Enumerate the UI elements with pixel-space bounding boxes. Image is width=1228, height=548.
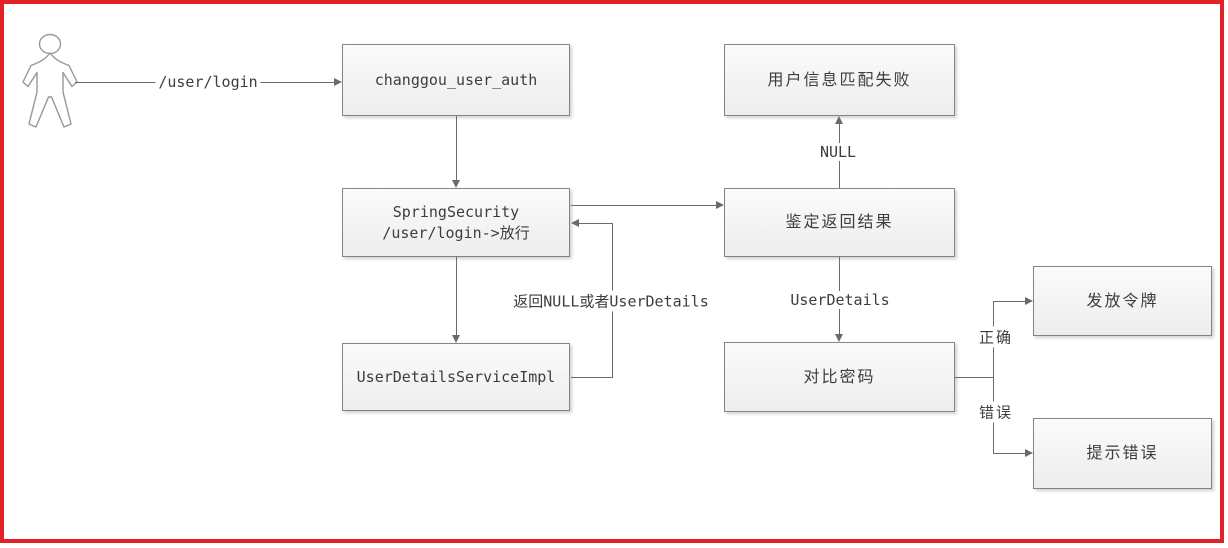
edge-branch-to-token (993, 301, 1026, 302)
node-label: 发放令牌 (1086, 290, 1159, 310)
node-label: UserDetailsServiceImpl (356, 367, 556, 386)
node-changgou-user-auth: changgou_user_auth (342, 44, 570, 116)
edge-auth-to-security (456, 116, 457, 182)
node-label-line2: /user/login->放行 (382, 223, 530, 242)
edge-label-userdetails: UserDetails (787, 291, 893, 309)
node-user-info-match-failed: 用户信息匹配失败 (724, 44, 955, 116)
arrowhead-icon (334, 78, 342, 86)
edge-branch-to-error (993, 453, 1026, 454)
arrowhead-icon (716, 201, 724, 209)
edge-label-correct: 正确 (975, 326, 1017, 348)
arrowhead-icon (571, 219, 579, 227)
arrowhead-icon (835, 116, 843, 124)
edge-service-return-seg3 (579, 223, 613, 224)
node-user-details-service-impl: UserDetailsServiceImpl (342, 343, 570, 411)
node-label: 用户信息匹配失败 (767, 69, 912, 89)
node-label: changgou_user_auth (374, 70, 538, 89)
node-spring-security: SpringSecurity /user/login->放行 (342, 188, 570, 257)
edge-label-null: NULL (816, 143, 860, 161)
edge-security-to-check (571, 205, 717, 206)
node-issue-token: 发放令牌 (1033, 266, 1212, 336)
arrowhead-icon (452, 180, 460, 188)
node-label: 提示错误 (1086, 443, 1159, 463)
node-label-line1: SpringSecurity (392, 202, 520, 221)
arrowhead-icon (835, 334, 843, 342)
arrowhead-icon (1025, 449, 1033, 457)
edge-label-return-null-or-userdetails: 返回NULL或者UserDetails (510, 290, 712, 312)
arrowhead-icon (1025, 297, 1033, 305)
edge-service-return-seg1 (571, 377, 613, 378)
arrowhead-icon (452, 335, 460, 343)
edge-label-wrong: 错误 (975, 401, 1017, 423)
node-show-error: 提示错误 (1033, 418, 1212, 489)
node-check-return-result: 鉴定返回结果 (724, 188, 955, 257)
edge-security-to-service (456, 257, 457, 337)
node-compare-password: 对比密码 (724, 342, 955, 412)
node-label: 鉴定返回结果 (785, 212, 894, 232)
edge-compare-branch-spine (993, 301, 994, 454)
actor-icon (22, 33, 78, 128)
edge-label-user-login: /user/login (155, 73, 261, 91)
edge-compare-branch-stem (955, 377, 994, 378)
node-label: 对比密码 (803, 366, 876, 386)
